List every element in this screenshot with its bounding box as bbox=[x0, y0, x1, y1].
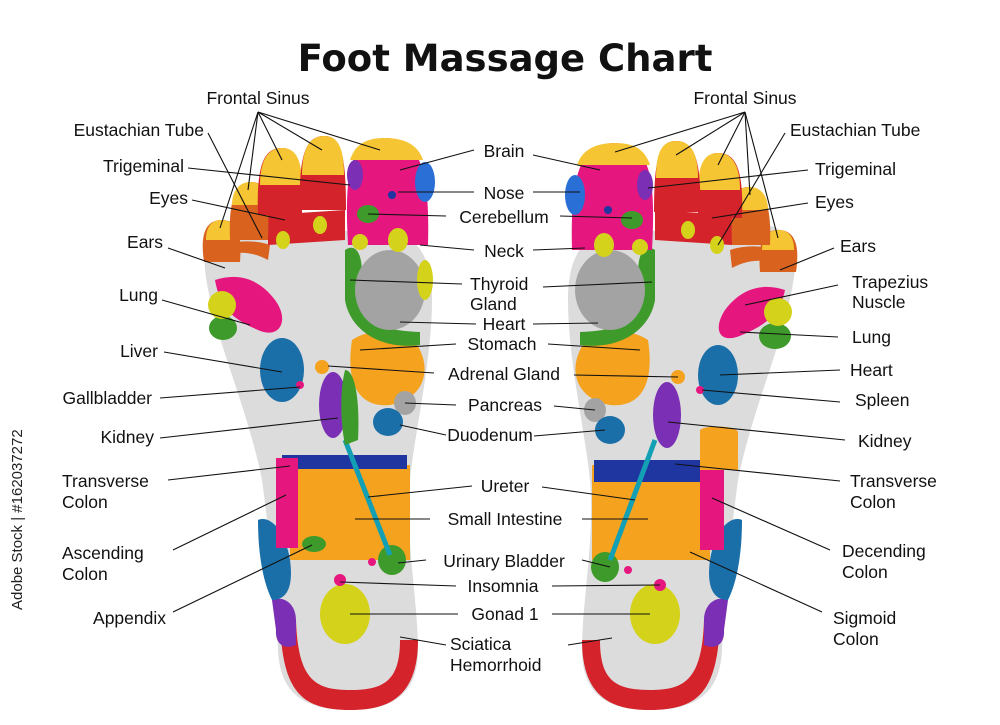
left-nose-zone bbox=[415, 162, 435, 202]
label-transverse-colon-right-2: Colon bbox=[850, 492, 896, 512]
label-transverse-colon-right-1: Transverse bbox=[850, 471, 937, 491]
right-brain-dot bbox=[604, 206, 612, 214]
label-trigeminal-left: Trigeminal bbox=[103, 156, 184, 176]
label-cerebellum: Cerebellum bbox=[459, 207, 548, 227]
label-nose: Nose bbox=[484, 183, 525, 203]
left-neck-zone bbox=[388, 228, 408, 252]
label-sigmoid-colon-1: Sigmoid bbox=[833, 608, 896, 628]
right-transverse-colon bbox=[594, 460, 718, 482]
left-appendix-point bbox=[302, 536, 326, 552]
right-colon-orange bbox=[700, 426, 738, 470]
left-liver bbox=[260, 338, 304, 402]
label-neck: Neck bbox=[484, 241, 524, 261]
watermark-text: Adobe Stock | #162037272 bbox=[9, 429, 26, 610]
right-heart-grey bbox=[575, 250, 645, 330]
label-small-intestine: Small Intestine bbox=[448, 509, 563, 529]
leader-line bbox=[420, 245, 474, 250]
right-foot bbox=[565, 141, 797, 710]
label-eyes-right: Eyes bbox=[815, 192, 854, 212]
left-trigeminal-2 bbox=[313, 216, 327, 234]
left-big-toe-tip bbox=[350, 138, 423, 160]
right-lung-green bbox=[759, 323, 791, 349]
label-decending-colon-1: Decending bbox=[842, 541, 926, 561]
left-insomnia-point bbox=[334, 574, 346, 586]
left-brain-zone bbox=[347, 160, 363, 190]
label-sigmoid-colon-2: Colon bbox=[833, 629, 879, 649]
right-toe-4-tip bbox=[656, 141, 698, 178]
right-urinary-bladder bbox=[591, 552, 619, 582]
left-brain-dot bbox=[388, 191, 396, 199]
label-ascending-colon-1: Ascending bbox=[62, 543, 144, 563]
label-urinary-bladder: Urinary Bladder bbox=[443, 551, 565, 571]
label-spleen: Spleen bbox=[855, 390, 910, 410]
page-title: Foot Massage Chart bbox=[298, 37, 713, 80]
right-neck-zone-2 bbox=[632, 239, 648, 255]
label-ears-right: Ears bbox=[840, 236, 876, 256]
label-adrenal-gland: Adrenal Gland bbox=[448, 364, 560, 384]
left-trigeminal-1 bbox=[276, 231, 290, 249]
label-appendix: Appendix bbox=[93, 608, 166, 628]
labels: Frontal Sinus Eustachian Tube Trigeminal… bbox=[62, 88, 937, 675]
label-stomach: Stomach bbox=[467, 334, 536, 354]
label-kidney-right: Kidney bbox=[858, 431, 912, 451]
label-duodenum: Duodenum bbox=[447, 425, 533, 445]
right-bladder-dot bbox=[624, 566, 632, 574]
label-kidney-left: Kidney bbox=[100, 427, 154, 447]
label-eustachian-tube-left: Eustachian Tube bbox=[74, 120, 204, 140]
label-brain: Brain bbox=[484, 141, 525, 161]
label-eustachian-tube-right: Eustachian Tube bbox=[790, 120, 920, 140]
right-trapezius-yellow bbox=[764, 298, 792, 326]
left-heart-zone bbox=[355, 250, 425, 330]
label-hemorrhoid: Hemorrhoid bbox=[450, 655, 541, 675]
right-cerebellum bbox=[621, 211, 643, 229]
label-decending-colon-2: Colon bbox=[842, 562, 888, 582]
left-foot bbox=[203, 136, 435, 710]
label-ears-left: Ears bbox=[127, 232, 163, 252]
left-duodenum bbox=[373, 408, 403, 436]
left-adrenal-gland bbox=[315, 360, 329, 374]
right-nose-zone bbox=[565, 175, 585, 215]
label-lung-right: Lung bbox=[852, 327, 891, 347]
left-bladder-dot bbox=[368, 558, 376, 566]
label-lung-left: Lung bbox=[119, 285, 158, 305]
label-thyroid-2: Gland bbox=[470, 294, 517, 314]
left-ascending-colon bbox=[276, 458, 298, 548]
label-gallbladder: Gallbladder bbox=[63, 388, 153, 408]
label-ureter: Ureter bbox=[481, 476, 530, 496]
label-trapezius-2: Nuscle bbox=[852, 292, 906, 312]
right-trigeminal-2 bbox=[681, 221, 695, 239]
label-heart-right: Heart bbox=[850, 360, 893, 380]
leader-line bbox=[745, 112, 750, 195]
left-neck-zone-2 bbox=[352, 234, 368, 250]
left-urinary-bladder bbox=[378, 545, 406, 575]
label-frontal-sinus-right: Frontal Sinus bbox=[693, 88, 796, 108]
label-insomnia: Insomnia bbox=[467, 576, 538, 596]
label-eyes-left: Eyes bbox=[149, 188, 188, 208]
label-ascending-colon-2: Colon bbox=[62, 564, 108, 584]
label-transverse-colon-left-2: Colon bbox=[62, 492, 108, 512]
label-liver: Liver bbox=[120, 341, 158, 361]
label-frontal-sinus-left: Frontal Sinus bbox=[206, 88, 309, 108]
label-trapezius-1: Trapezius bbox=[852, 272, 928, 292]
label-gonad: Gonad 1 bbox=[471, 604, 538, 624]
label-transverse-colon-left-1: Transverse bbox=[62, 471, 149, 491]
label-trigeminal-right: Trigeminal bbox=[815, 159, 896, 179]
label-pancreas: Pancreas bbox=[468, 395, 542, 415]
right-kidney bbox=[653, 382, 681, 448]
leader-line bbox=[248, 112, 258, 190]
right-brain-zone bbox=[637, 170, 653, 200]
left-transverse-colon bbox=[282, 455, 407, 469]
label-sciatica: Sciatica bbox=[450, 634, 512, 654]
left-gallbladder bbox=[296, 381, 304, 389]
right-neck-zone bbox=[594, 233, 614, 257]
label-heart-center: Heart bbox=[483, 314, 526, 334]
label-thyroid-1: Thyroid bbox=[470, 274, 528, 294]
right-toe-3-tip bbox=[698, 153, 740, 190]
left-thyroid-right bbox=[417, 260, 433, 300]
right-big-toe-tip bbox=[577, 143, 650, 165]
